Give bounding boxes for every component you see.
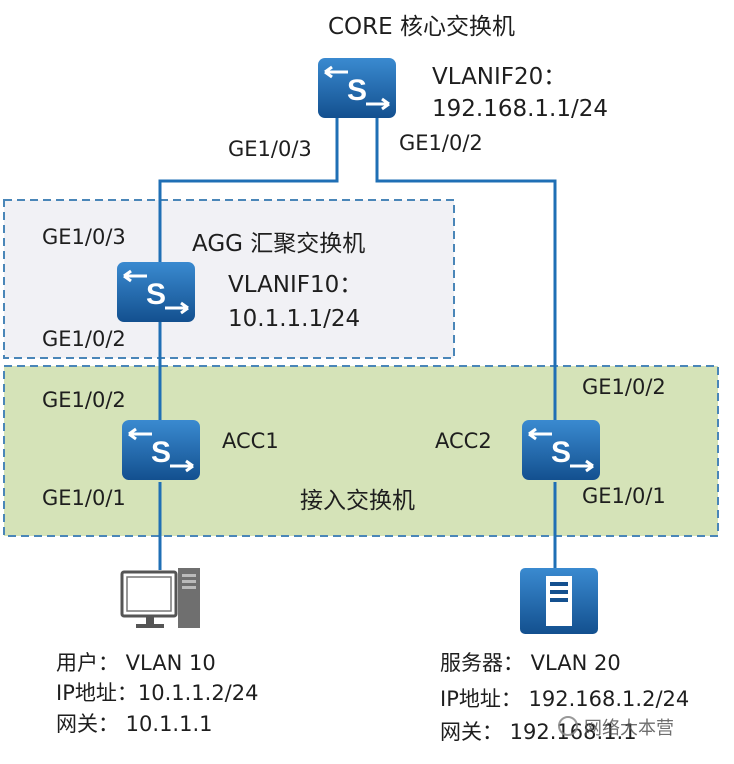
user-ip: IP地址：10.1.1.2/24: [56, 681, 258, 705]
acc1-switch-icon: S: [120, 418, 202, 482]
user-vlan: 用户： VLAN 10: [56, 651, 216, 675]
acc1-name: ACC1: [222, 429, 279, 453]
server-gateway: 网关： 192.168.1.1: [440, 720, 637, 744]
core-title: CORE 核心交换机: [328, 14, 515, 40]
agg-vlanif-ip: 10.1.1.1/24: [228, 306, 360, 332]
pc-icon: [120, 568, 200, 628]
watermark: 网络大本营: [558, 716, 674, 739]
core-switch-icon: S: [316, 56, 398, 120]
server-icon: [520, 568, 598, 634]
access-zone-label: 接入交换机: [300, 488, 415, 514]
acc2-port-bottom: GE1/0/1: [582, 484, 666, 508]
core-vlanif-ip: 192.168.1.1/24: [432, 96, 608, 122]
acc1-port-top: GE1/0/2: [42, 388, 126, 412]
server-ip: IP地址： 192.168.1.2/24: [440, 687, 689, 711]
agg-vlanif-label: VLANIF10：: [228, 272, 362, 298]
server-vlan: 服务器： VLAN 20: [440, 651, 621, 675]
agg-port-top: GE1/0/3: [42, 225, 126, 249]
acc1-port-bottom: GE1/0/1: [42, 486, 126, 510]
watermark-text: 网络大本营: [584, 718, 674, 739]
core-vlanif-label: VLANIF20：: [432, 64, 566, 90]
acc2-name: ACC2: [435, 429, 492, 453]
core-port-right: GE1/0/2: [399, 131, 483, 155]
svg-text:S: S: [347, 74, 367, 107]
agg-switch-icon: S: [115, 260, 197, 324]
core-port-left: GE1/0/3: [228, 137, 312, 161]
svg-text:S: S: [551, 436, 571, 469]
link-core-agg: [158, 118, 339, 265]
agg-port-bottom: GE1/0/2: [42, 327, 126, 351]
agg-title: AGG 汇聚交换机: [192, 231, 365, 257]
aggregation-zone: [3, 199, 455, 359]
acc2-port-top: GE1/0/2: [582, 375, 666, 399]
link-core-acc2: [375, 118, 557, 422]
svg-text:S: S: [146, 278, 166, 311]
user-gateway: 网关： 10.1.1.1: [56, 712, 213, 736]
svg-text:S: S: [151, 436, 171, 469]
acc2-switch-icon: S: [520, 418, 602, 482]
